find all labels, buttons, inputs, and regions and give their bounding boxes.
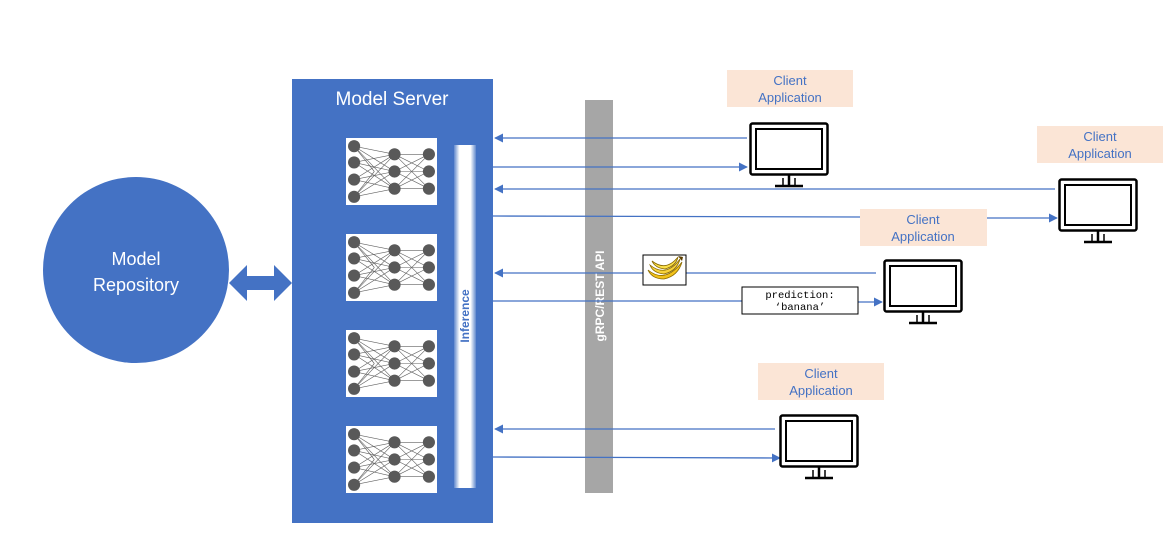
banana-icon (642, 254, 687, 286)
repository-label-line2: Repository (93, 275, 179, 295)
model-server: Model Server Inference (292, 79, 493, 523)
client-label-line1: Client (906, 212, 940, 227)
monitor-icon (749, 122, 829, 188)
neural-network-icon (346, 426, 437, 493)
neural-network-icon (346, 330, 437, 397)
prediction-line2: ‘banana’ (775, 302, 825, 314)
client-application-3: Client Application (860, 209, 987, 325)
repository-label-line1: Model (111, 249, 160, 269)
client-label-line2: Application (758, 90, 822, 105)
client-label-line1: Client (1083, 129, 1117, 144)
client-label-box (758, 363, 884, 400)
monitor-icon (883, 259, 963, 325)
neural-network-icon (346, 234, 437, 301)
client-label-line2: Application (789, 383, 853, 398)
client-application-2: Client Application (1037, 126, 1163, 244)
client-application-4: Client Application (758, 363, 884, 480)
monitor-icon (779, 414, 859, 480)
api-label: gRPC/REST API (593, 251, 607, 342)
prediction-line1: prediction: (765, 290, 834, 302)
model-repository: Model Repository (43, 177, 229, 363)
client-label-line2: Application (1068, 146, 1132, 161)
client-application-1: Client Application (727, 70, 853, 188)
client-label-box (727, 70, 853, 107)
response-arrow-client-4 (492, 453, 781, 463)
client-label-line1: Client (773, 73, 807, 88)
server-title: Model Server (336, 89, 450, 110)
sync-double-arrow (229, 265, 292, 301)
neural-network-icon (346, 138, 437, 205)
grpc-rest-api-bar: gRPC/REST API (585, 100, 613, 493)
inference-bar: Inference (454, 145, 476, 488)
client-label-box (1037, 126, 1163, 163)
monitor-icon (1058, 178, 1138, 244)
client-label-line2: Application (891, 229, 955, 244)
prediction-output: prediction: ‘banana’ (741, 286, 859, 315)
response-arrow-client-2 (492, 215, 861, 218)
client-label-box (860, 209, 987, 246)
inference-label: Inference (458, 289, 472, 343)
client-label-line1: Client (804, 366, 838, 381)
